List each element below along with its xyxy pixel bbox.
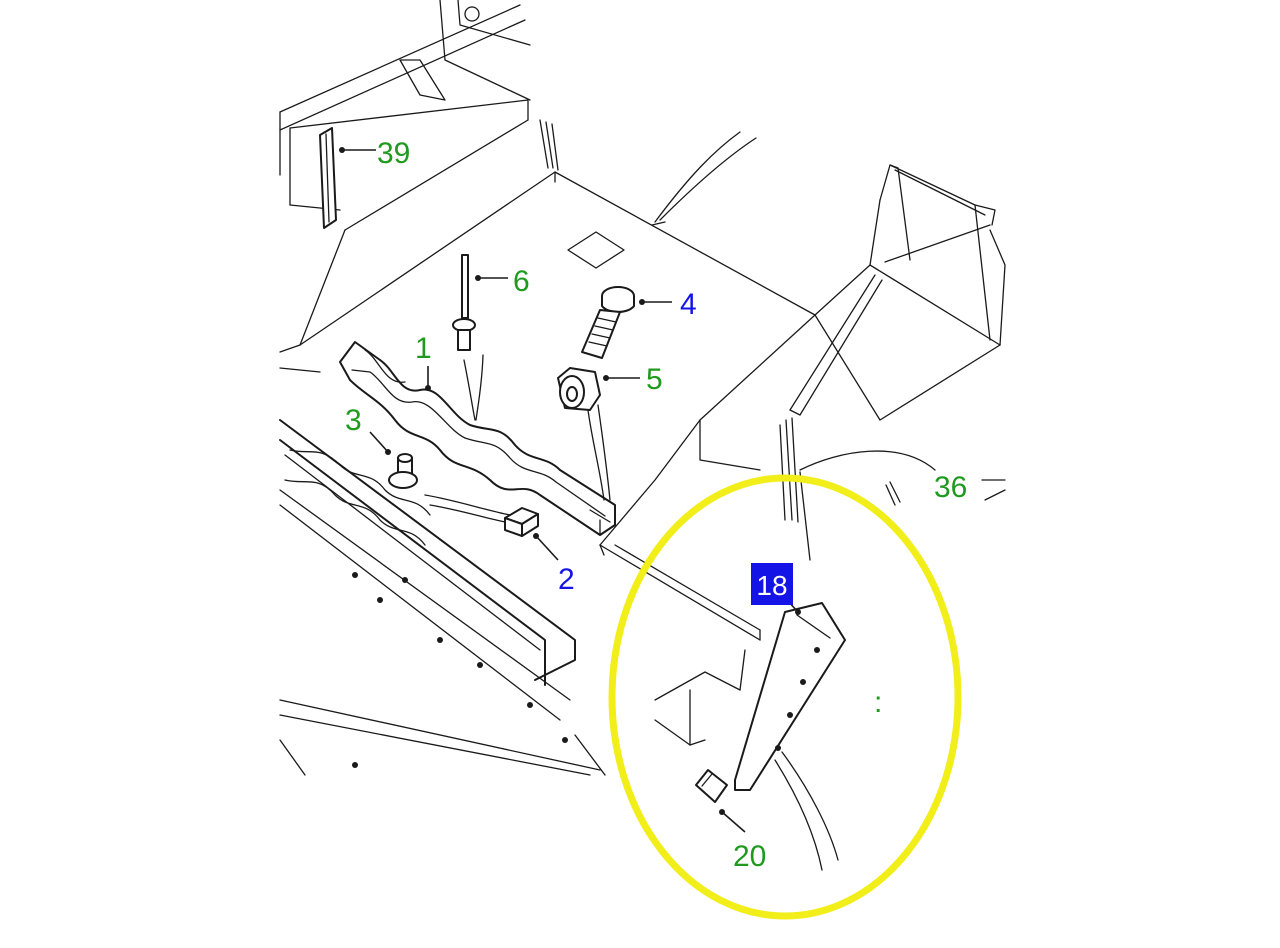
- part-2-clip[interactable]: [504, 507, 539, 537]
- callout-39[interactable]: 39: [377, 137, 410, 170]
- floor-rail-assembly: [279, 419, 606, 776]
- body-structure-lineart: [279, 0, 1006, 746]
- callout-4[interactable]: 4: [680, 288, 697, 321]
- callout-36[interactable]: 36: [934, 471, 967, 504]
- callout-18-selected[interactable]: 18: [751, 563, 793, 605]
- selected-callout-box: [751, 563, 793, 605]
- highlight-ring: [608, 474, 962, 920]
- callout-5[interactable]: 5: [646, 363, 663, 396]
- callout-partial: :: [874, 686, 882, 719]
- callout-20[interactable]: 20: [733, 840, 766, 873]
- part-18-bracket[interactable]: [734, 602, 846, 871]
- callout-18[interactable]: 18: [756, 570, 787, 601]
- callout-labels: 39 6 4 1 5 3 2 36 20 :: [345, 137, 967, 873]
- part-5-bushing[interactable]: [557, 367, 611, 501]
- part-20-clip[interactable]: [695, 769, 728, 803]
- callout-3[interactable]: 3: [345, 404, 362, 437]
- part-4-bolt[interactable]: [581, 286, 635, 359]
- part-3-stud[interactable]: [388, 453, 511, 523]
- callout-1[interactable]: 1: [415, 332, 432, 365]
- part-39-strip[interactable]: [319, 127, 337, 229]
- callout-2[interactable]: 2: [558, 563, 575, 596]
- callout-6[interactable]: 6: [513, 265, 530, 298]
- part-6-pin[interactable]: [452, 254, 484, 421]
